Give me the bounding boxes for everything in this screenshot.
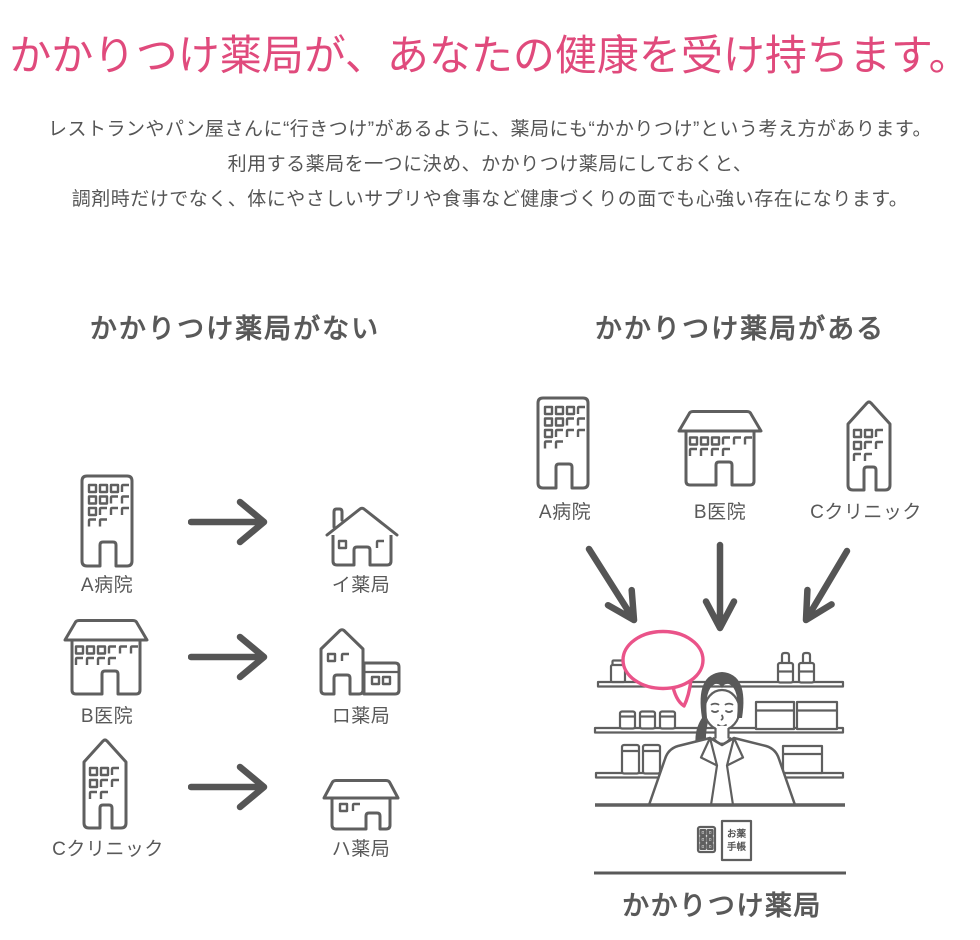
clinic-c-icon: [844, 398, 894, 492]
right-lapel: [725, 736, 745, 767]
arrow-right-icon: [188, 761, 270, 813]
label-pharmacy-ro: ロ薬局: [331, 706, 391, 727]
label-hospital-a: A病院: [538, 502, 592, 523]
hospital-a-icon: [534, 394, 592, 490]
section-heading-with: かかりつけ薬局がある: [594, 314, 886, 344]
pharmacist-illustration: [647, 672, 797, 807]
label-clinic-c: Cクリニック: [810, 502, 922, 523]
label-pharmacy-ha: ハ薬局: [331, 839, 391, 860]
pharmacy-ha-icon: [322, 777, 400, 832]
clinic-b-icon: [676, 407, 764, 489]
clinic-c-icon: [80, 736, 130, 830]
speech-bubble-icon: [621, 629, 705, 708]
label-pharmacy-i: イ薬局: [331, 575, 391, 596]
blister-pack-icon: [696, 825, 717, 854]
intro-text: レストランやパン屋さんに“行きつけ”があるように、薬局にも“かかりつけ”という考…: [0, 112, 980, 217]
label-clinic-c: Cクリニック: [52, 839, 164, 860]
pharmacy-ro-icon: [316, 626, 402, 698]
page-title: かかりつけ薬局が、あなたの健康を受け持ちます。: [9, 31, 971, 80]
section-heading-without: かかりつけ薬局がない: [89, 314, 381, 344]
arrow-down-right-icon: [585, 545, 638, 624]
notebook-label-line2: 手帳: [727, 841, 747, 853]
arrow-right-icon: [188, 496, 270, 548]
label-clinic-b: B医院: [693, 502, 747, 523]
bottle-icon: [797, 651, 816, 684]
shirt-neckline: [712, 736, 732, 745]
notebook-label-line1: お薬: [727, 828, 747, 840]
medicine-notebook-icon: お薬 手帳: [720, 819, 753, 862]
arrow-down-icon: [702, 541, 738, 632]
clinic-b-icon: [62, 616, 150, 698]
medicine-items: [609, 651, 839, 775]
hospital-a-icon: [78, 472, 136, 568]
label-clinic-b: B医院: [80, 706, 134, 727]
lab-coat: [647, 736, 797, 807]
intro-line-1: レストランやパン屋さんに“行きつけ”があるように、薬局にも“かかりつけ”という考…: [48, 119, 932, 140]
arrow-right-icon: [188, 631, 270, 683]
pharmacist-hair: [700, 672, 744, 718]
pharmacist-face: [703, 688, 741, 732]
left-lapel: [699, 736, 719, 767]
converging-arrows-icon: [585, 541, 851, 632]
pharmacy-scene: お薬 手帳: [593, 629, 846, 875]
arrow-down-left-icon: [802, 547, 851, 624]
label-hospital-a: A病院: [80, 575, 134, 596]
pharmacy-i-icon: [325, 502, 399, 568]
bottle-icon: [776, 651, 795, 684]
intro-line-2: 利用する薬局を一つに決め、かかりつけ薬局にしておくと、: [227, 154, 753, 175]
intro-line-3: 調剤時だけでなく、体にやさしいサプリや食事など健康づくりの面でも心強い存在になり…: [71, 189, 909, 210]
label-kakaritsuke-pharmacy: かかりつけ薬局: [622, 891, 822, 921]
